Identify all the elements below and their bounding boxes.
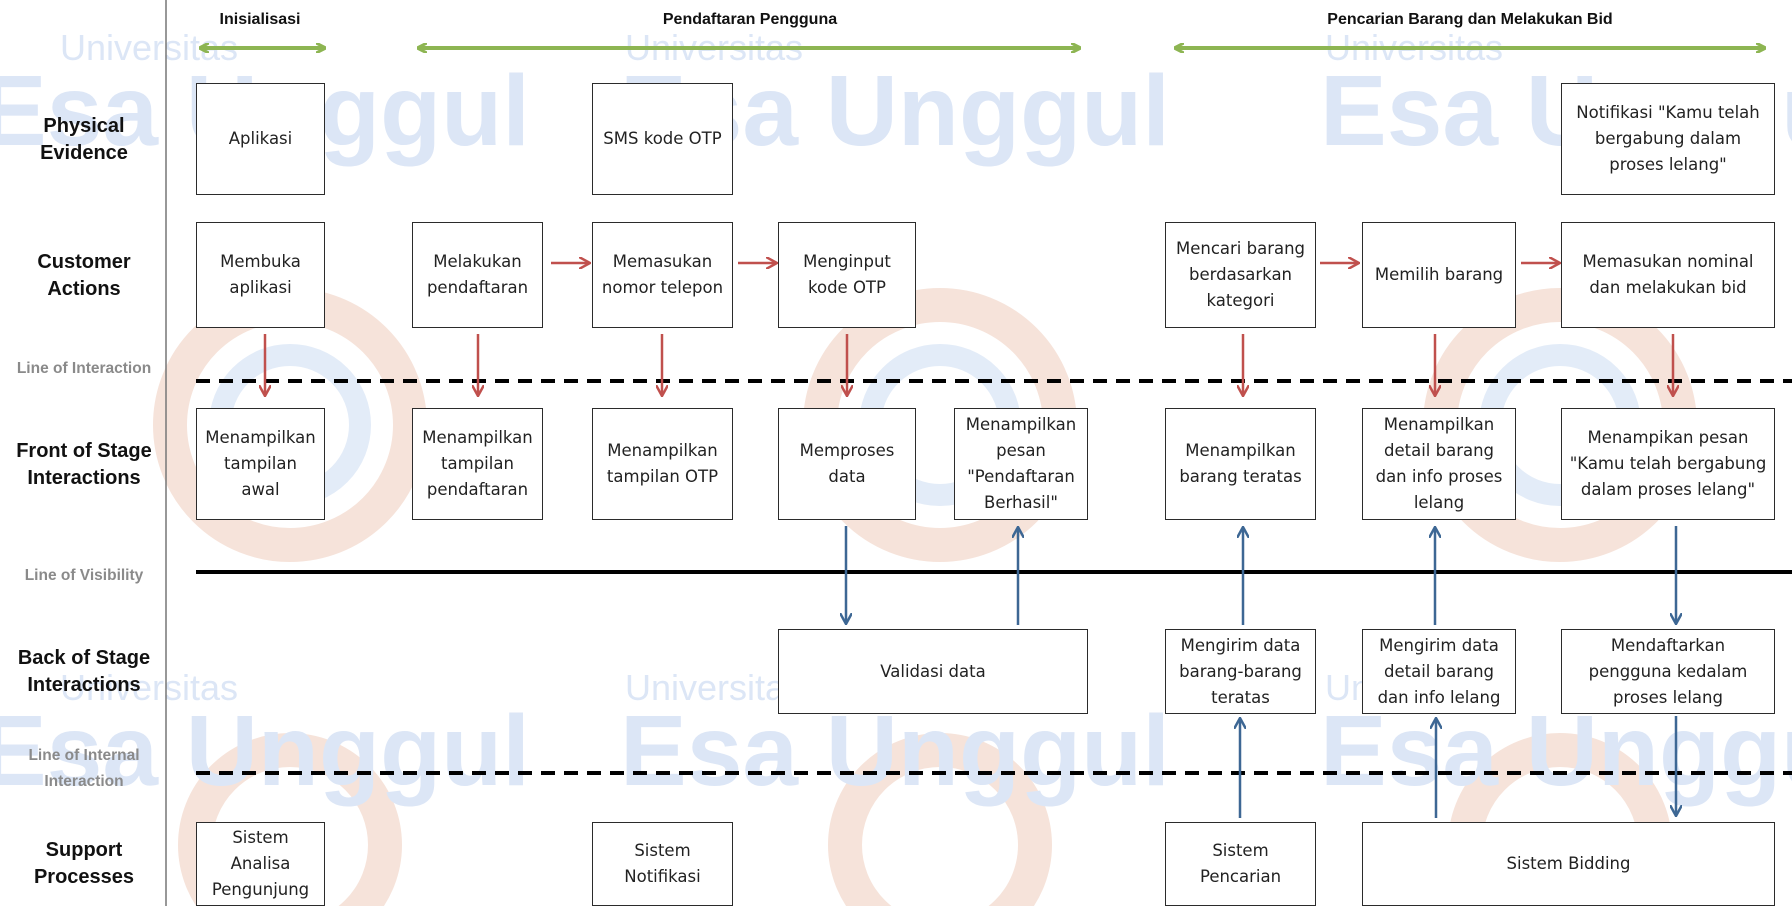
action-menginput-kode-otp: Menginput kode OTP [778,222,916,328]
support-sistem-notifikasi: Sistem Notifikasi [592,822,733,906]
line-label-internal: Line of Internal Interaction [28,747,140,790]
row-label-support-processes: Support Processes [33,839,135,888]
action-memasukan-nominal-bid: Memasukan nominal dan melakukan bid [1561,222,1775,328]
row-label-physical-evidence: Physical Evidence [40,115,128,164]
evidence-sms-otp: SMS kode OTP [592,83,733,195]
front-tampilan-awal: Menampilkan tampilan awal [196,408,325,520]
back-kirim-data-teratas: Mengirim data barang-barang teratas [1165,629,1316,714]
phase-label-pencarian: Pencarian Barang dan Melakukan Bid [1327,11,1613,28]
front-memproses-data: Memproses data [778,408,916,520]
watermark-esa-unggul: Esa Unggul [0,695,530,807]
customer-flow-arrows [265,263,1673,396]
front-barang-teratas: Menampilkan barang teratas [1165,408,1316,520]
front-tampilan-otp: Menampilkan tampilan OTP [592,408,733,520]
action-memasukan-nomor-telepon: Memasukan nomor telepon [592,222,733,328]
action-memilih-barang: Memilih barang [1362,222,1516,328]
row-label-front-of-stage: Front of Stage Interactions [16,440,152,489]
support-sistem-pencarian: Sistem Pencarian [1165,822,1316,906]
phase-label-inisialisasi: Inisialisasi [219,11,301,28]
row-label-customer-actions: Customer Actions [37,251,131,300]
back-kirim-data-detail: Mengirim data detail barang dan info lel… [1362,629,1516,714]
action-mencari-barang: Mencari barang berdasarkan kategori [1165,222,1316,328]
phase-label-pendaftaran: Pendaftaran Pengguna [662,11,838,28]
support-sistem-analisa: Sistem Analisa Pengunjung [196,822,325,906]
line-label-visibility: Line of Visibility [24,567,144,584]
back-validasi-data: Validasi data [778,629,1088,714]
action-membuka-aplikasi: Membuka aplikasi [196,222,325,328]
evidence-aplikasi: Aplikasi [196,83,325,195]
evidence-notifikasi-lelang: Notifikasi "Kamu telah bergabung dalam p… [1561,83,1775,195]
backstage-flow-arrows [846,526,1676,818]
front-detail-barang: Menampilkan detail barang dan info prose… [1362,408,1516,520]
front-pesan-pendaftaran-berhasil: Menampilkan pesan "Pendaftaran Berhasil" [954,408,1088,520]
line-label-interaction: Line of Interaction [16,360,152,377]
back-daftarkan-pengguna-lelang: Mendaftarkan pengguna kedalam proses lel… [1561,629,1775,714]
front-tampilan-pendaftaran: Menampilkan tampilan pendaftaran [412,408,543,520]
support-sistem-bidding: Sistem Bidding [1362,822,1775,906]
action-melakukan-pendaftaran: Melakukan pendaftaran [412,222,543,328]
front-pesan-bergabung-lelang: Menampikan pesan "Kamu telah bergabung d… [1561,408,1775,520]
watermark-universitas: Universitas [60,667,238,708]
watermark-universitas: Universitas [625,667,803,708]
row-label-back-of-stage: Back of Stage Interactions [17,647,151,696]
